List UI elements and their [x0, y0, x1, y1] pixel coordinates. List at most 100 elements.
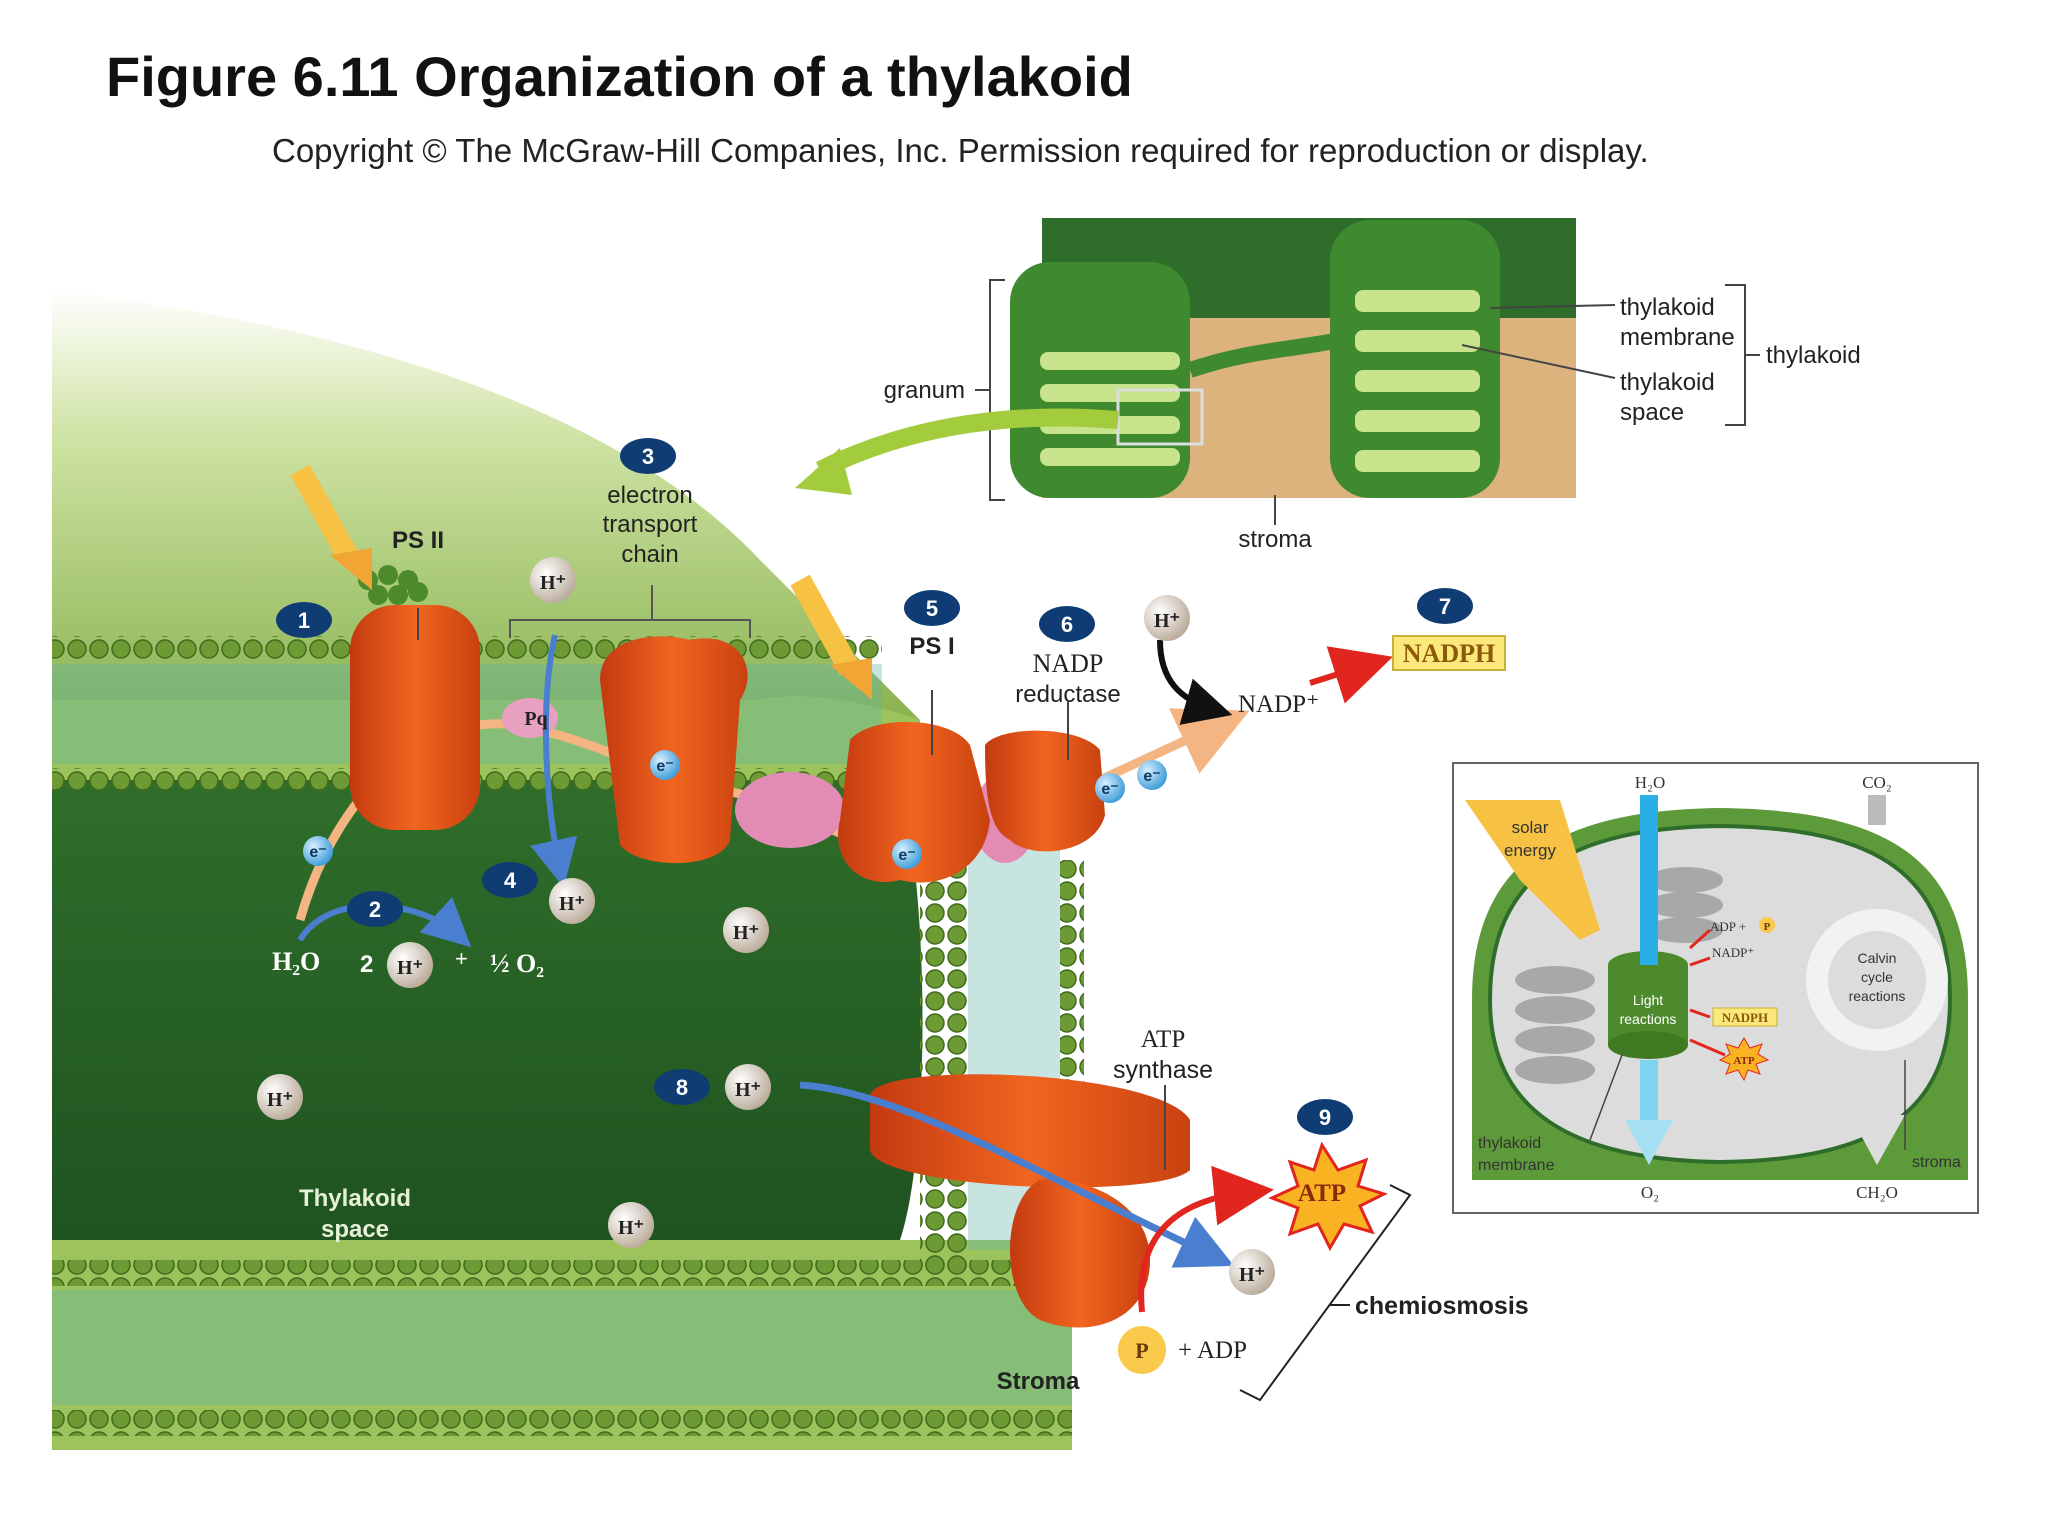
calvin-label-3: reactions: [1849, 988, 1906, 1004]
sunlight-arrow-ps1: [790, 574, 860, 676]
step-3-label: 3: [642, 444, 654, 469]
electron-label: e⁻: [898, 847, 915, 864]
o2-arrowhead: [1625, 1120, 1673, 1165]
step-marker-9: [1297, 1099, 1353, 1135]
h-label: H⁺: [267, 1089, 293, 1111]
thylakoid-space-label-1: Thylakoid: [299, 1185, 411, 1212]
sunlight-arrow-ps2: [290, 464, 360, 566]
electron-ball: [1095, 773, 1125, 803]
inset-co2-label: CO₂: [1862, 773, 1892, 792]
step-marker-1: [276, 602, 332, 638]
inset-nadph-label: NADPH: [1722, 1010, 1768, 1025]
h-label: H⁺: [733, 922, 759, 944]
calvin-cycle-circle: [1806, 909, 1948, 1051]
inset-p-label: P: [1764, 921, 1771, 933]
pq-label: Pq: [524, 708, 547, 730]
step-5-label: 5: [926, 596, 938, 621]
thylakoid-membrane-label-2: membrane: [1620, 324, 1735, 351]
inset-h2o-label: H₂O: [1635, 773, 1665, 792]
nadp-reductase-label-2: reductase: [1015, 681, 1120, 708]
h-to-nadp-arrow: [1157, 639, 1233, 725]
h-ion-ball: [723, 907, 769, 953]
inset-nadp-label: NADP⁺: [1712, 945, 1754, 960]
step-6-label: 6: [1061, 612, 1073, 637]
calvin-label-1: Calvin: [1858, 950, 1897, 966]
inset-o2-label: O₂: [1641, 1183, 1659, 1202]
h-ion-ball: [1144, 595, 1190, 641]
electron-ball: [650, 750, 680, 780]
h-ion-ball: [1229, 1249, 1275, 1295]
copyright-notice: Copyright © The McGraw-Hill Companies, I…: [272, 132, 1649, 169]
step-marker-3: [620, 438, 676, 474]
electron-ball: [892, 839, 922, 869]
sunlight-arrowhead-ps1: [830, 658, 872, 700]
solar-energy-arrow: [1465, 800, 1600, 940]
h-label: H⁺: [1239, 1264, 1265, 1286]
granum-label: granum: [884, 377, 965, 404]
photosystem-ii: [350, 565, 480, 830]
sunlight-arrowhead-ps2: [330, 548, 372, 590]
step-marker-8: [654, 1069, 710, 1105]
etc-label-2: transport: [603, 511, 698, 538]
pq-h-arrow: [530, 634, 578, 888]
step-2-label: 2: [369, 897, 381, 922]
nadp-reductase-protein: [985, 702, 1105, 852]
solar-energy-label-2: energy: [1504, 841, 1556, 860]
adp-to-atp-arrow: [1138, 1165, 1274, 1313]
electron-label: e⁻: [1101, 781, 1118, 798]
h2o-arrow: [1640, 795, 1658, 965]
plus-label: +: [455, 946, 468, 971]
h-label: H⁺: [618, 1217, 644, 1239]
half-o2-label: ½ O₂: [490, 949, 544, 978]
h-label: H⁺: [735, 1079, 761, 1101]
plus-adp-label: + ADP: [1178, 1337, 1247, 1364]
h-ion-ball: [257, 1074, 303, 1120]
h-label: H⁺: [1154, 610, 1180, 632]
etc-bracket: [509, 585, 751, 638]
atp-label: ATP: [1298, 1180, 1346, 1207]
step-8-label: 8: [676, 1075, 688, 1100]
cytochrome-complex: [600, 636, 748, 864]
ps1-label: PS I: [909, 633, 954, 660]
electron-ball: [1137, 760, 1167, 790]
two-label: 2: [360, 951, 373, 978]
step-4-label: 4: [504, 868, 517, 893]
granum-stack-left: [1010, 262, 1190, 498]
h-ion-ball: [725, 1064, 771, 1110]
step-marker-5: [904, 590, 960, 626]
step-marker-4: [482, 862, 538, 898]
h-ion-ball: [530, 557, 576, 603]
photosystem-i: [838, 690, 990, 883]
stroma-label: Stroma: [997, 1368, 1080, 1395]
nadph-box: [1392, 635, 1506, 671]
nadp-reductase-label-1: NADP: [1033, 649, 1104, 678]
step-marker-6: [1039, 606, 1095, 642]
granum-inset: [975, 218, 1760, 525]
thylakoid-space-region: [52, 780, 923, 1240]
step-1-label: 1: [298, 608, 310, 633]
step-7-label: 7: [1439, 594, 1451, 619]
calvin-label-2: cycle: [1861, 969, 1893, 985]
h-label: H⁺: [397, 957, 423, 979]
solar-energy-label-1: solar: [1512, 818, 1549, 837]
nadp-to-nadph-arrow: [1309, 646, 1393, 704]
h-ion-ball: [549, 878, 595, 924]
nadp-plus-label: NADP⁺: [1238, 691, 1319, 718]
inset-light-label-1: Light: [1633, 992, 1663, 1008]
zoom-arrowhead: [795, 448, 852, 495]
inset-stroma-label: stroma: [1912, 1154, 1961, 1171]
electron-label: e⁻: [1143, 768, 1160, 785]
electron-label: e⁻: [656, 758, 673, 775]
inset-atp-label: ATP: [1733, 1055, 1754, 1067]
electron-label: e⁻: [309, 844, 326, 861]
thylakoid-space-label-2: space: [321, 1216, 389, 1243]
inset-adp-label: ADP +: [1710, 919, 1746, 934]
step-marker-2: [347, 891, 403, 927]
h-label: H⁺: [540, 572, 566, 594]
inset-ch2o-label: CH₂O: [1856, 1183, 1898, 1202]
h2o-label: H₂O: [272, 947, 320, 976]
overview-inset: [1452, 762, 1979, 1214]
etc-label-3: chain: [621, 541, 678, 568]
inset-thylakoid-membrane-label-2: membrane: [1478, 1157, 1555, 1174]
